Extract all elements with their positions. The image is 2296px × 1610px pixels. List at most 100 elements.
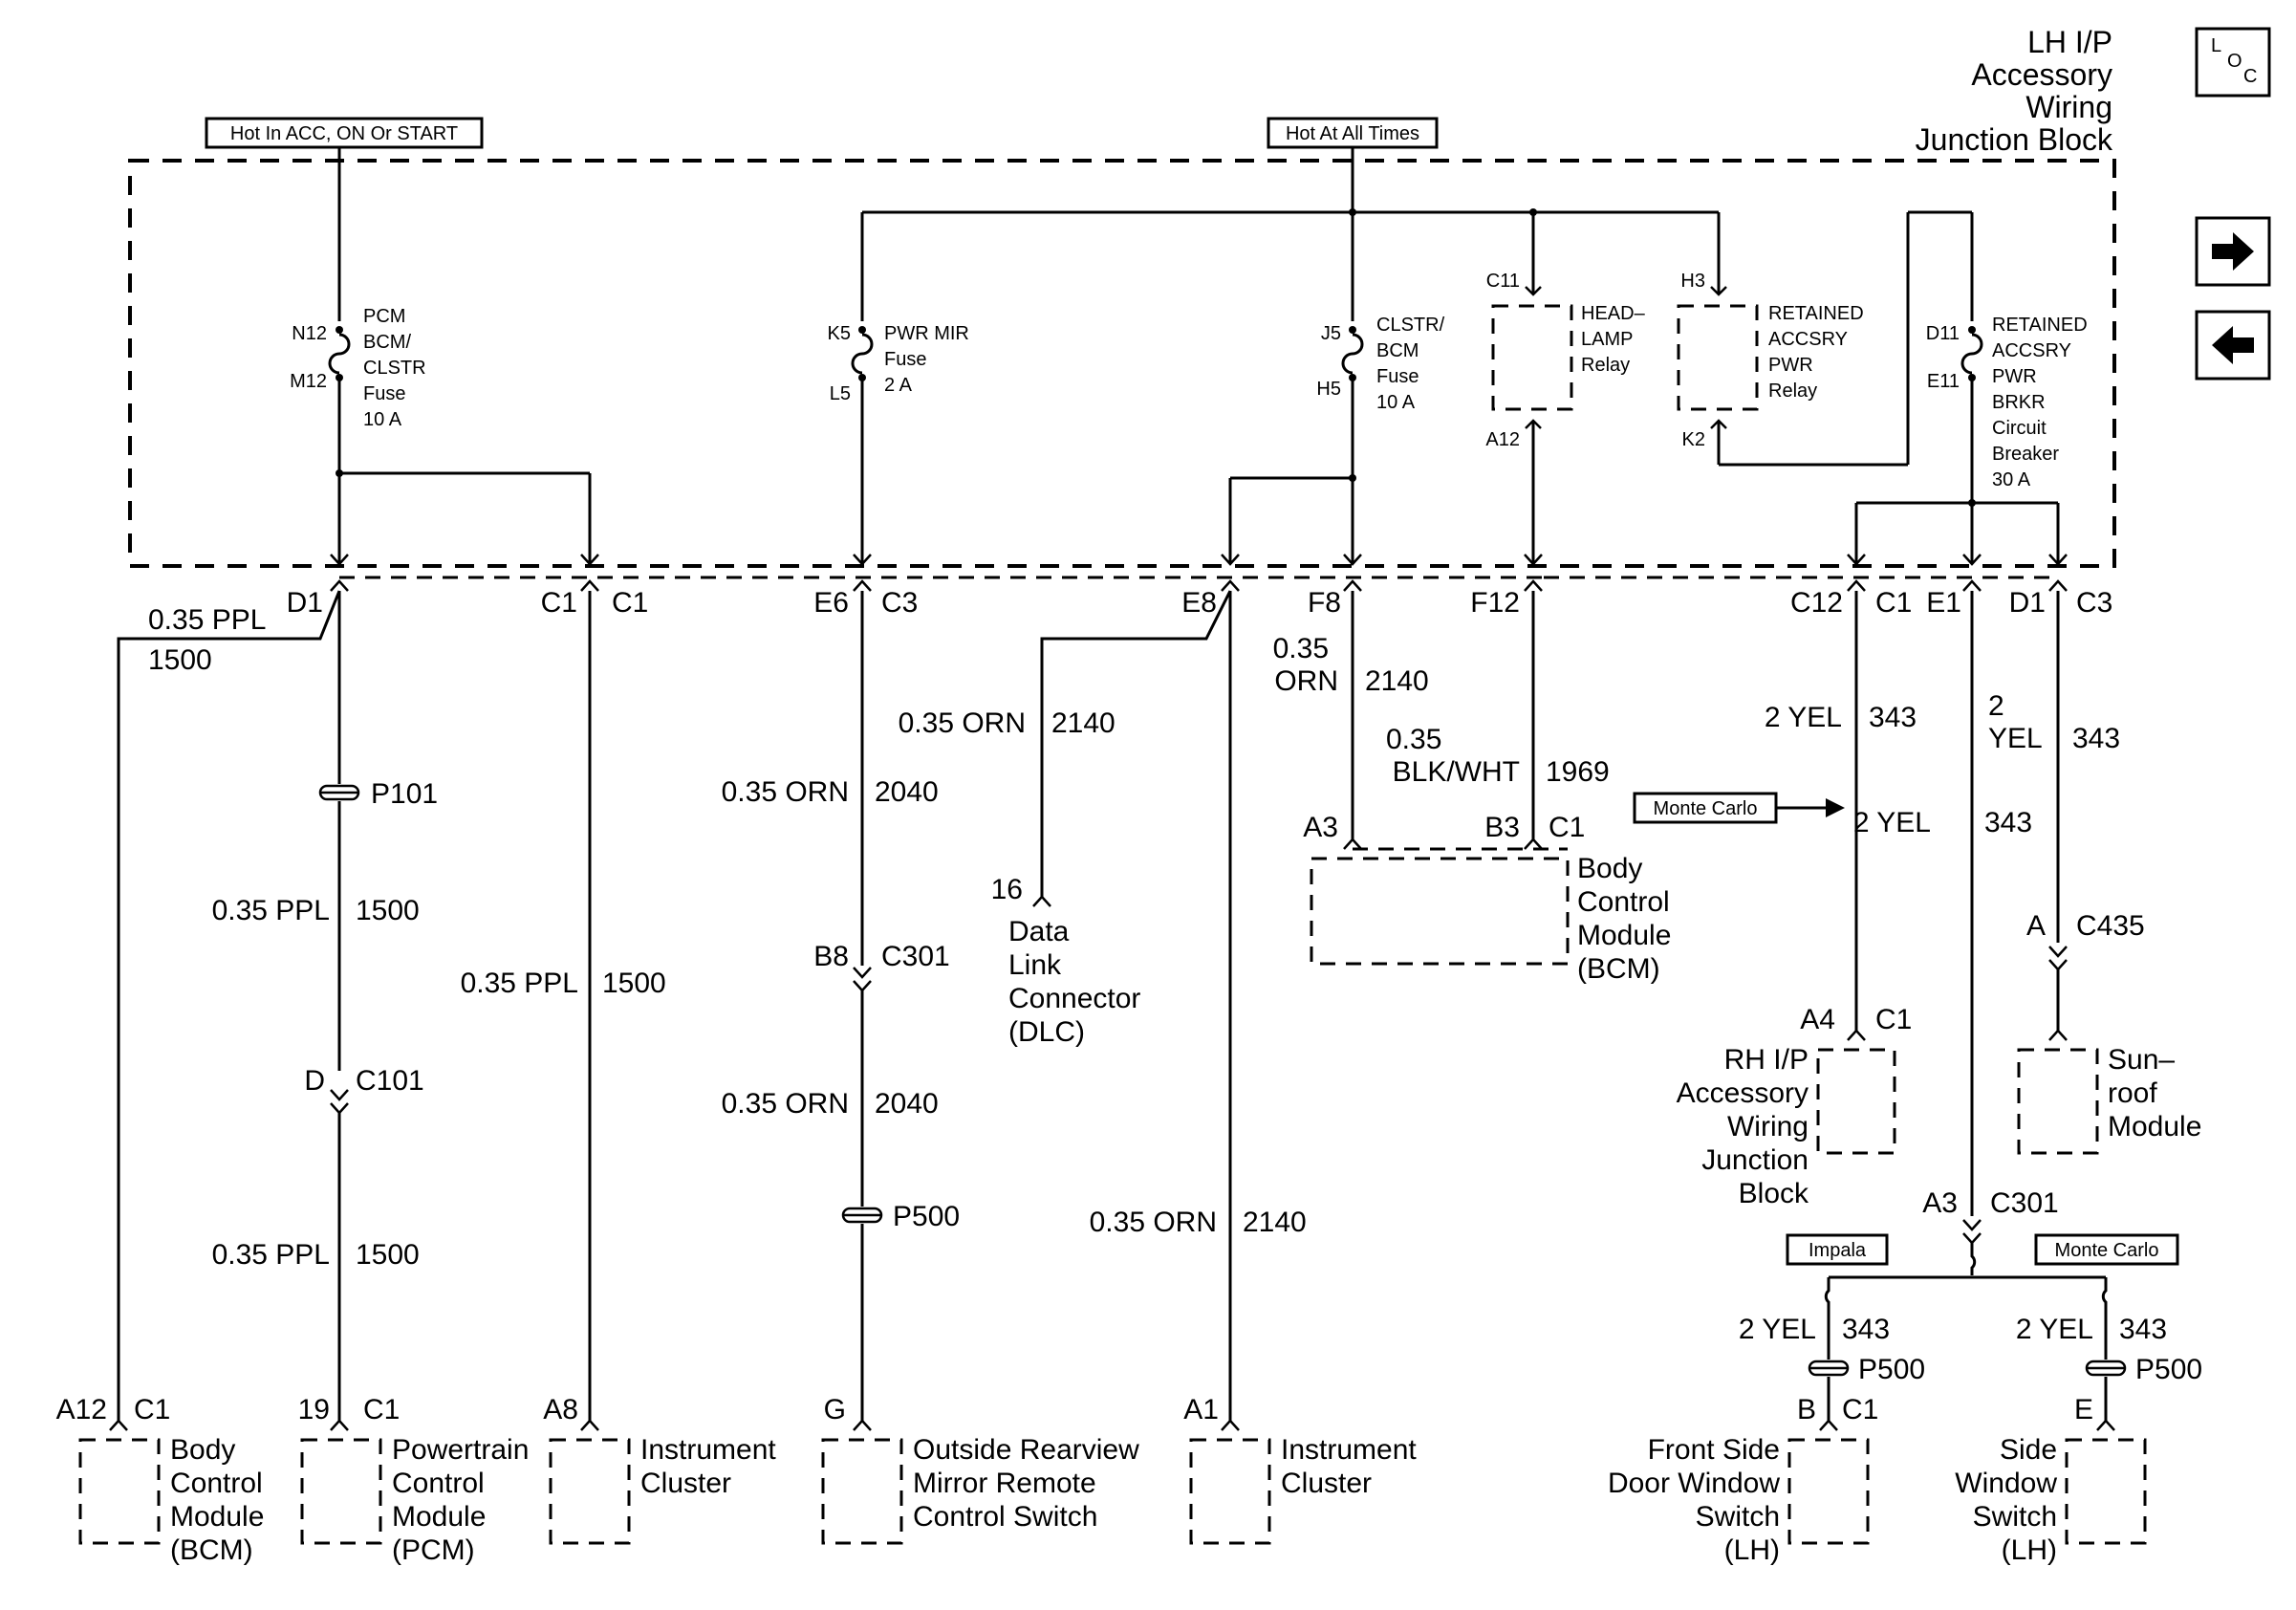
side-window-label-4: (LH)	[2002, 1534, 2057, 1566]
connector-bar	[330, 554, 2068, 592]
pcm-fuse-label-2: BCM/	[363, 332, 411, 353]
title-line-4: Junction Block	[1916, 122, 2113, 157]
splice-p500-side-label: P500	[2135, 1354, 2202, 1385]
ic2-pin: A1	[1183, 1394, 1219, 1425]
clstr-fuse-label-4: 10 A	[1376, 392, 1416, 413]
impala-tag: Impala	[1786, 1233, 1889, 1266]
circuit-2140-cluster: 0.35 ORN 2140	[1090, 591, 1307, 1423]
pin-e8: E8	[1181, 587, 1217, 619]
mirror-label-3: Control Switch	[913, 1501, 1097, 1533]
retained-relay-top-pin: H3	[1680, 271, 1705, 292]
rh-ip-conn: C1	[1875, 1004, 1912, 1035]
clstr-fuse-top-pin: J5	[1321, 323, 1341, 344]
pin-c1-breaker: C1	[1875, 587, 1912, 619]
wire-door-size-b: YEL	[1988, 723, 2043, 754]
bottom-modules: A12 C1 Body Control Module (BCM) 19 C1 P…	[56, 1394, 1418, 1566]
bcm-conn: C1	[134, 1394, 170, 1425]
circuit-343-rh-ip: 2 YEL 343 Monte Carlo 2 YEL 343 A4 C1 RH…	[1633, 591, 2032, 1209]
headlamp-relay-label-3: Relay	[1581, 355, 1630, 376]
pin-e1: E1	[1926, 587, 1961, 619]
wire-side-size: 2 YEL	[2016, 1314, 2093, 1345]
sunroof-label-1: Sun–	[2108, 1044, 2175, 1076]
circuit-2140-dlc: 0.35 ORN 2140 16 Data Link Connector (DL…	[899, 590, 1232, 1048]
rh-ip-label-5: Block	[1739, 1178, 1809, 1209]
bcm-label-1: Body	[170, 1434, 235, 1466]
sunroof-label-2: roof	[2108, 1077, 2157, 1109]
retained-relay-label-2: ACCSRY	[1768, 329, 1848, 350]
circuit-1500-pcm: P101 0.35 PPL 1500 D C101 0.35 PPL 1500	[212, 591, 438, 1423]
pcm-fuse-top-pin: N12	[292, 323, 327, 344]
pin-c3: C3	[881, 587, 918, 619]
breaker-label-7: 30 A	[1992, 469, 2031, 490]
wire-cluster-num: 1500	[602, 968, 666, 999]
dlc-label-4: (DLC)	[1008, 1016, 1085, 1048]
wire-pcm-size-1: 0.35 PPL	[212, 895, 330, 926]
bcm-mid-pin-b3: B3	[1484, 812, 1520, 843]
clstr-fuse-label-2: BCM	[1376, 340, 1419, 361]
splice-p101-label: P101	[371, 778, 438, 810]
bcm-label-4: (BCM)	[170, 1534, 253, 1566]
wire-mirror-num-2: 2040	[875, 1088, 939, 1120]
impala-label: Impala	[1809, 1240, 1867, 1261]
hot-acc-label: Hot In ACC, ON Or START	[230, 123, 458, 144]
rh-ip-label-4: Junction	[1701, 1144, 1809, 1176]
wire-dlc-num: 2140	[1051, 707, 1116, 739]
pwr-mir-fuse-bottom-pin: L5	[830, 383, 851, 404]
pcm-pin: 19	[298, 1394, 330, 1425]
splice-p500-mirror-label: P500	[893, 1201, 960, 1232]
pin-c1-right: C1	[612, 587, 648, 619]
c101-label: C101	[356, 1065, 424, 1097]
pin-e6: E6	[813, 587, 849, 619]
circuit-343-door: 2 YEL 343 A3 C301 Impala Monte Carlo 2 Y…	[1608, 591, 2202, 1566]
hot-all-label: Hot At All Times	[1286, 123, 1419, 144]
next-page-button[interactable]	[2195, 216, 2271, 287]
breaker-label-1: RETAINED	[1992, 315, 2088, 336]
c301b-label: C301	[1990, 1187, 2059, 1219]
pcm-fuse-label-5: 10 A	[363, 409, 402, 430]
headlamp-relay-label-1: HEAD–	[1581, 303, 1646, 324]
bcm-mid-label-4: (BCM)	[1577, 953, 1660, 985]
loc-button[interactable]: L O C	[2195, 27, 2271, 98]
ic1-label-2: Cluster	[640, 1468, 731, 1499]
pin-f8: F8	[1308, 587, 1341, 619]
breaker-bottom-pin: E11	[1927, 371, 1960, 392]
monte-carlo-tag-1: Monte Carlo	[1633, 792, 1778, 824]
loc-letter-c: C	[2243, 66, 2257, 87]
previous-page-button[interactable]	[2195, 310, 2271, 381]
breaker-top-pin: D11	[1926, 323, 1960, 344]
title-line-3: Wiring	[2025, 90, 2112, 124]
wire-pcm-num-2: 1500	[356, 1239, 420, 1271]
ic1-pin: A8	[543, 1394, 578, 1425]
wire-bcm-f12-size-a: 0.35	[1386, 724, 1441, 755]
breaker-label-4: BRKR	[1992, 392, 2046, 413]
retained-relay-label-3: PWR	[1768, 355, 1813, 376]
sunroof-label-3: Module	[2108, 1111, 2201, 1142]
pin-d1-right: D1	[2009, 587, 2046, 619]
rh-ip-label-3: Wiring	[1727, 1111, 1809, 1142]
wire-dlc-size: 0.35 ORN	[899, 707, 1026, 739]
pin-c3-right: C3	[2076, 587, 2112, 619]
breaker-label-2: ACCSRY	[1992, 340, 2071, 361]
loc-letter-o: O	[2227, 51, 2242, 72]
wire-door-size-a: 2	[1988, 690, 2004, 722]
wire-pcm-size-2: 0.35 PPL	[212, 1239, 330, 1271]
c101-pin: D	[304, 1065, 325, 1097]
wire-mirror-size-2: 0.35 ORN	[722, 1088, 849, 1120]
dlc-label-3: Connector	[1008, 983, 1140, 1014]
dlc-label-1: Data	[1008, 916, 1070, 947]
connector-pin-labels: D1 C1 C1 E6 C3 E8 F8 F12 C12 C1 E1 D1 C3	[287, 587, 2113, 619]
wire-monte-num: 343	[1984, 807, 2032, 838]
monte-carlo-label-1: Monte Carlo	[1654, 798, 1758, 819]
wire-bcm-f12-num: 1969	[1546, 756, 1610, 788]
retained-relay-label-4: Relay	[1768, 381, 1817, 402]
circuit-bcm-mid: 0.35 ORN 2140 0.35 BLK/WHT 1969 A3 B3 C1…	[1273, 591, 1671, 985]
monte-carlo-label-2: Monte Carlo	[2055, 1240, 2159, 1261]
bcm-label-3: Module	[170, 1501, 264, 1533]
ic2-label-1: Instrument	[1281, 1434, 1417, 1466]
side-window-label-1: Side	[2000, 1434, 2057, 1466]
mirror-label-2: Mirror Remote	[913, 1468, 1096, 1499]
loc-letter-l: L	[2211, 35, 2221, 56]
headlamp-relay-top-pin: C11	[1486, 271, 1520, 292]
wire-bcm-f8-size-b: ORN	[1274, 665, 1338, 697]
dlc-pin: 16	[991, 874, 1023, 905]
